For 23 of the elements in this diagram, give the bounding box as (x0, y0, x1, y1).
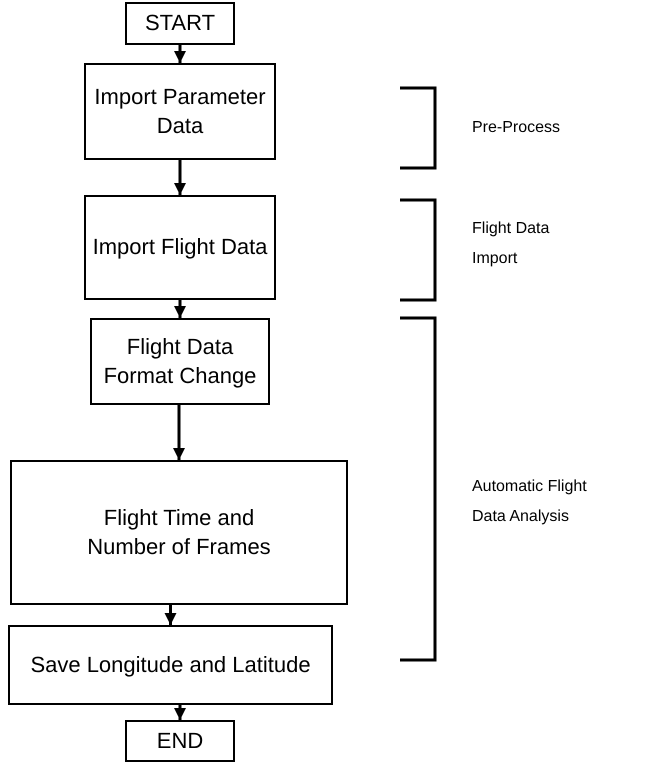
process-box (84, 195, 276, 300)
process-box (90, 318, 270, 405)
terminal-box (125, 720, 235, 762)
arrow (164, 605, 176, 625)
node-label: Flight Time and Number of Frames (86, 504, 272, 560)
process-box (8, 625, 333, 705)
process-box (10, 460, 348, 605)
node-label: Save Longitude and Latitude (30, 650, 311, 679)
arrow (173, 405, 185, 460)
arrow (174, 45, 186, 63)
arrow (174, 300, 186, 318)
terminal-box (125, 2, 235, 45)
phase-label: Automatic Flight Data Analysis (472, 477, 588, 528)
node-label: END (156, 726, 204, 755)
node-label: Import Flight Data (92, 233, 268, 262)
arrow (174, 705, 186, 720)
phase-label: Pre-Process (472, 118, 562, 138)
arrow (174, 160, 186, 195)
node-label: Import Parameter Data (93, 82, 267, 140)
process-box (84, 63, 276, 160)
node-label: START (144, 9, 216, 38)
phase-label: Flight Data Import (472, 219, 550, 270)
node-label: Flight Data Format Change (102, 332, 258, 390)
